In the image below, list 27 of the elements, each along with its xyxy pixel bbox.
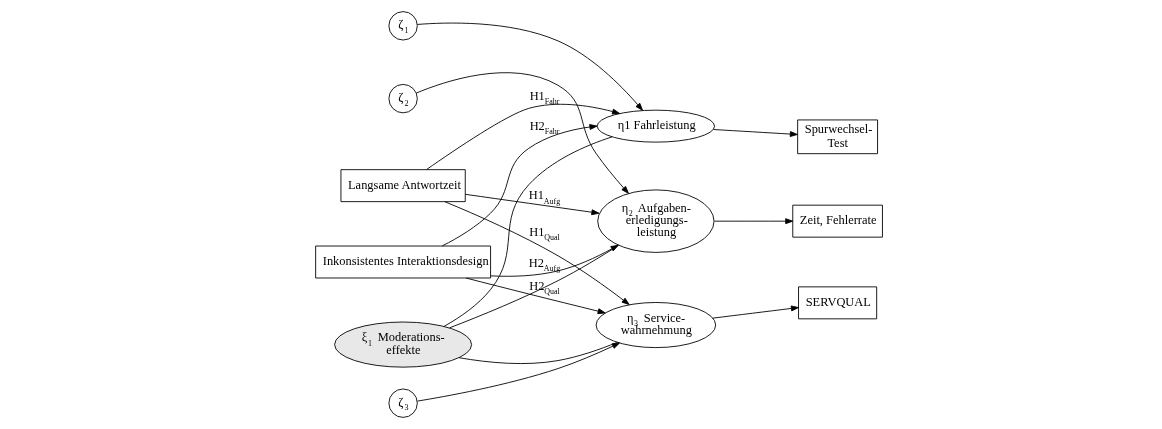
edge-label: H2$_{Fahr}$ xyxy=(529,118,559,137)
arrow xyxy=(712,129,798,137)
edge-label: H1$_{Aufg}$ xyxy=(528,188,560,206)
arrow xyxy=(464,193,599,216)
node-circle: ζ$_{1}$ xyxy=(387,11,418,41)
connector xyxy=(443,136,613,327)
node-circle: ζ$_{2}$ xyxy=(387,83,418,114)
node-box: Spurwechsel- Test xyxy=(796,119,878,155)
node-ellipse: ξ$_{1}$ Moderations- effekte xyxy=(333,321,472,368)
node-box: Inkonsistentes Interaktionsdesign xyxy=(314,245,491,279)
arrow xyxy=(711,305,799,319)
edge-label: H2$_{Aufg}$ xyxy=(528,255,560,274)
arrow xyxy=(416,342,620,402)
node-box: SERVQUAL xyxy=(797,286,877,320)
edge-label: H2$_{Qual}$ xyxy=(528,278,560,297)
node-circle: ζ$_{3}$ xyxy=(387,388,418,418)
edge-label: H1$_{Fahr}$ xyxy=(529,88,559,107)
edge-label: H1$_{Qual}$ xyxy=(528,224,560,243)
arrow xyxy=(713,218,793,225)
node-box: Zeit, Fehlerrate xyxy=(791,204,883,238)
arrow xyxy=(444,201,630,305)
arrow xyxy=(416,22,643,111)
node-box: Langsame Antwortzeit xyxy=(340,169,466,203)
arrow xyxy=(425,103,620,170)
arrow xyxy=(465,277,606,315)
arrow xyxy=(415,72,629,194)
connector xyxy=(458,341,618,364)
